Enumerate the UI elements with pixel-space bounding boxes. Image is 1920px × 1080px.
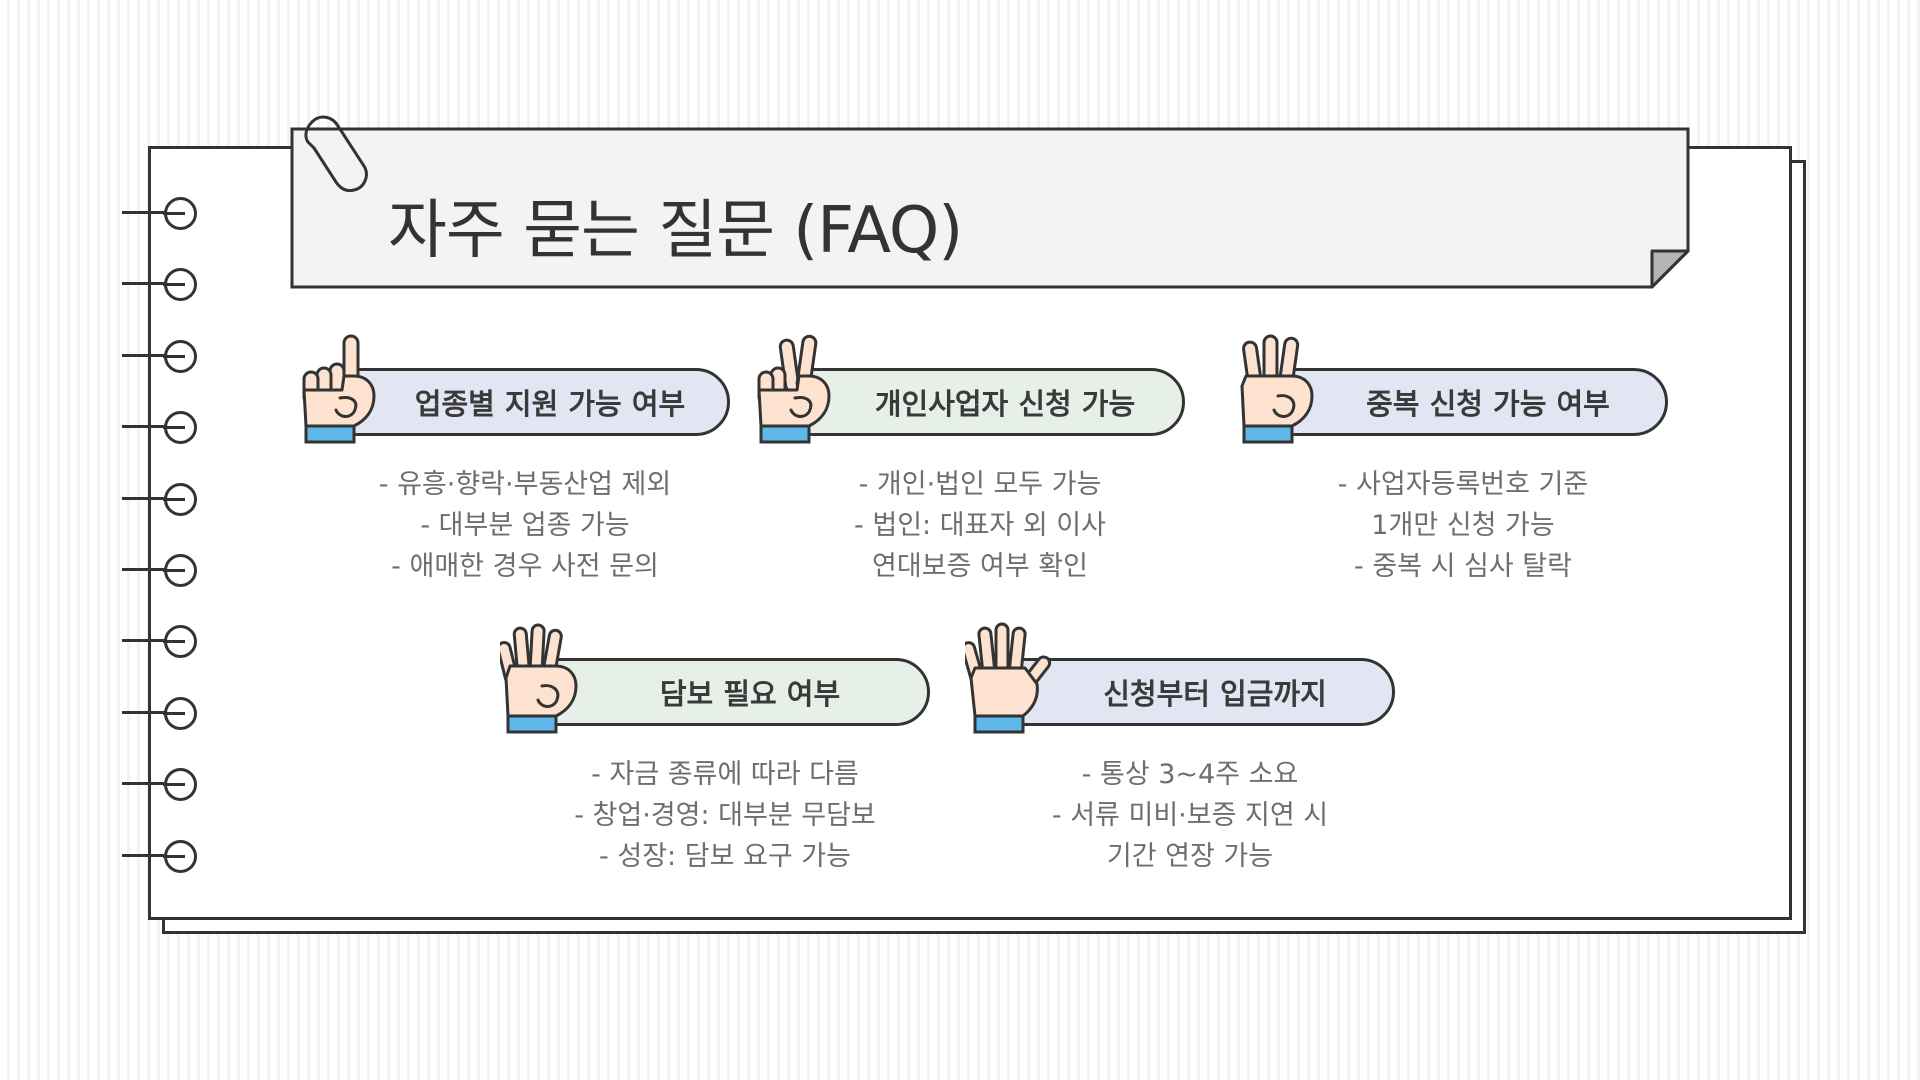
faq-description: - 통상 3~4주 소요 - 서류 미비·보증 지연 시 기간 연장 가능 — [1051, 759, 1329, 872]
faq-title: 업종별 지원 가능 여부 — [414, 387, 686, 421]
faq-description: - 사업자등록번호 기준 1개만 신청 가능 - 중복 시 심사 탈락 — [1337, 469, 1589, 582]
faq-description: - 유흥·향락·부동산업 제외 - 대부분 업종 가능 - 애매한 경우 사전 … — [378, 469, 672, 582]
spiral-ring — [122, 266, 206, 302]
hand-three-fingers-icon — [1240, 334, 1314, 444]
faq-title: 신청부터 입금까지 — [1103, 677, 1327, 711]
title-banner: 자주 묻는 질문 (FAQ) — [290, 127, 1692, 291]
faq-title: 담보 필요 여부 — [659, 677, 841, 711]
faq-title-pill — [350, 368, 730, 436]
spiral-ring — [122, 766, 206, 802]
paperclip-icon — [304, 115, 368, 192]
spiral-ring — [122, 838, 206, 874]
spiral-ring — [122, 695, 206, 731]
hand-one-finger-icon — [302, 334, 376, 444]
spiral-ring — [122, 409, 206, 445]
page-title: 자주 묻는 질문 (FAQ) — [388, 194, 963, 268]
spiral-ring — [122, 623, 206, 659]
spiral-ring — [122, 195, 206, 231]
faq-title: 중복 신청 가능 여부 — [1366, 387, 1610, 421]
faq-title: 개인사업자 신청 가능 — [874, 387, 1136, 421]
faq-title-pill — [805, 368, 1185, 436]
spiral-ring — [122, 338, 206, 374]
faq-title-pill — [1288, 368, 1668, 436]
faq-description: - 개인·법인 모두 가능 - 법인: 대표자 외 이사 연대보증 여부 확인 — [854, 469, 1106, 582]
hand-four-fingers-icon — [500, 623, 578, 734]
spiral-ring — [122, 552, 206, 588]
hand-two-fingers-icon — [757, 334, 831, 444]
spiral-ring — [122, 481, 206, 517]
hand-five-fingers-icon — [965, 622, 1052, 734]
faq-title-pill — [1015, 658, 1395, 726]
faq-description: - 자금 종류에 따라 다름 - 창업·경영: 대부분 무담보 - 성장: 담보… — [574, 759, 876, 872]
